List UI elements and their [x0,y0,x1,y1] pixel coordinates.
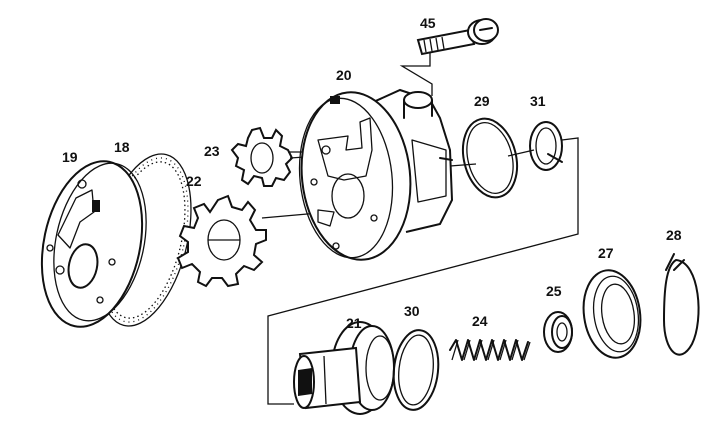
label-28: 28 [666,227,682,243]
label-30: 30 [404,303,420,319]
part-28-retaining-ring [663,253,700,356]
part-29-o-ring [461,117,519,199]
label-27: 27 [598,245,614,261]
leader-axis-line [267,137,579,405]
label-29: 29 [474,93,490,109]
part-31-snap-ring [529,121,563,171]
label-23: 23 [204,143,220,159]
label-31: 31 [530,93,546,109]
leader-bolt-45 [399,52,433,96]
label-45: 45 [420,15,436,31]
label-25: 25 [546,283,562,299]
part-19-cover-plate [40,160,147,328]
part-labels: 19 18 23 22 20 45 29 31 21 30 24 25 27 2… [62,15,682,331]
label-19: 19 [62,149,78,165]
part-20-pump-housing [298,88,454,261]
label-21: 21 [346,315,362,331]
part-27-seal [582,269,642,359]
part-30-o-ring [392,329,440,411]
label-24: 24 [472,313,488,329]
part-25-washer [543,311,573,353]
part-45-bolt [416,18,499,56]
part-22-gear [176,194,267,288]
part-21-valve-body [293,321,395,415]
label-20: 20 [336,67,352,83]
part-24-spring [449,339,531,361]
label-18: 18 [114,139,130,155]
part-23-gear [230,126,310,187]
label-22: 22 [186,173,202,189]
